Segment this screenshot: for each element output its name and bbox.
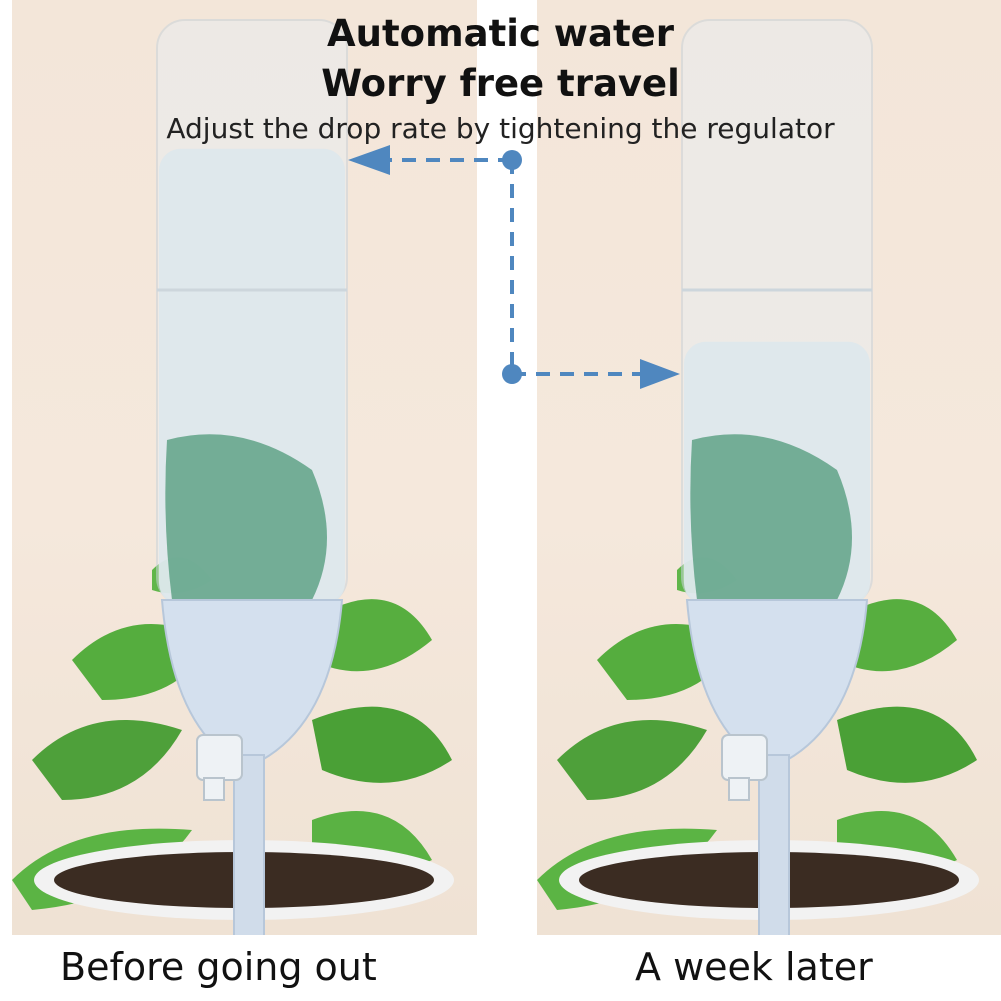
before-scene [12, 19, 454, 935]
before-panel [12, 0, 477, 935]
bottle-icon [681, 19, 873, 606]
caption-after: A week later [635, 945, 873, 989]
after-panel [537, 0, 1001, 935]
subtitle: Adjust the drop rate by tightening the r… [166, 112, 835, 145]
dripper-icon [160, 599, 344, 935]
headline-line-2: Worry free travel [321, 62, 680, 105]
headline-line-1: Automatic water [327, 12, 674, 55]
bottle-icon [156, 19, 348, 606]
dripper-icon [685, 599, 869, 935]
after-scene [537, 19, 979, 935]
caption-before: Before going out [60, 945, 377, 989]
